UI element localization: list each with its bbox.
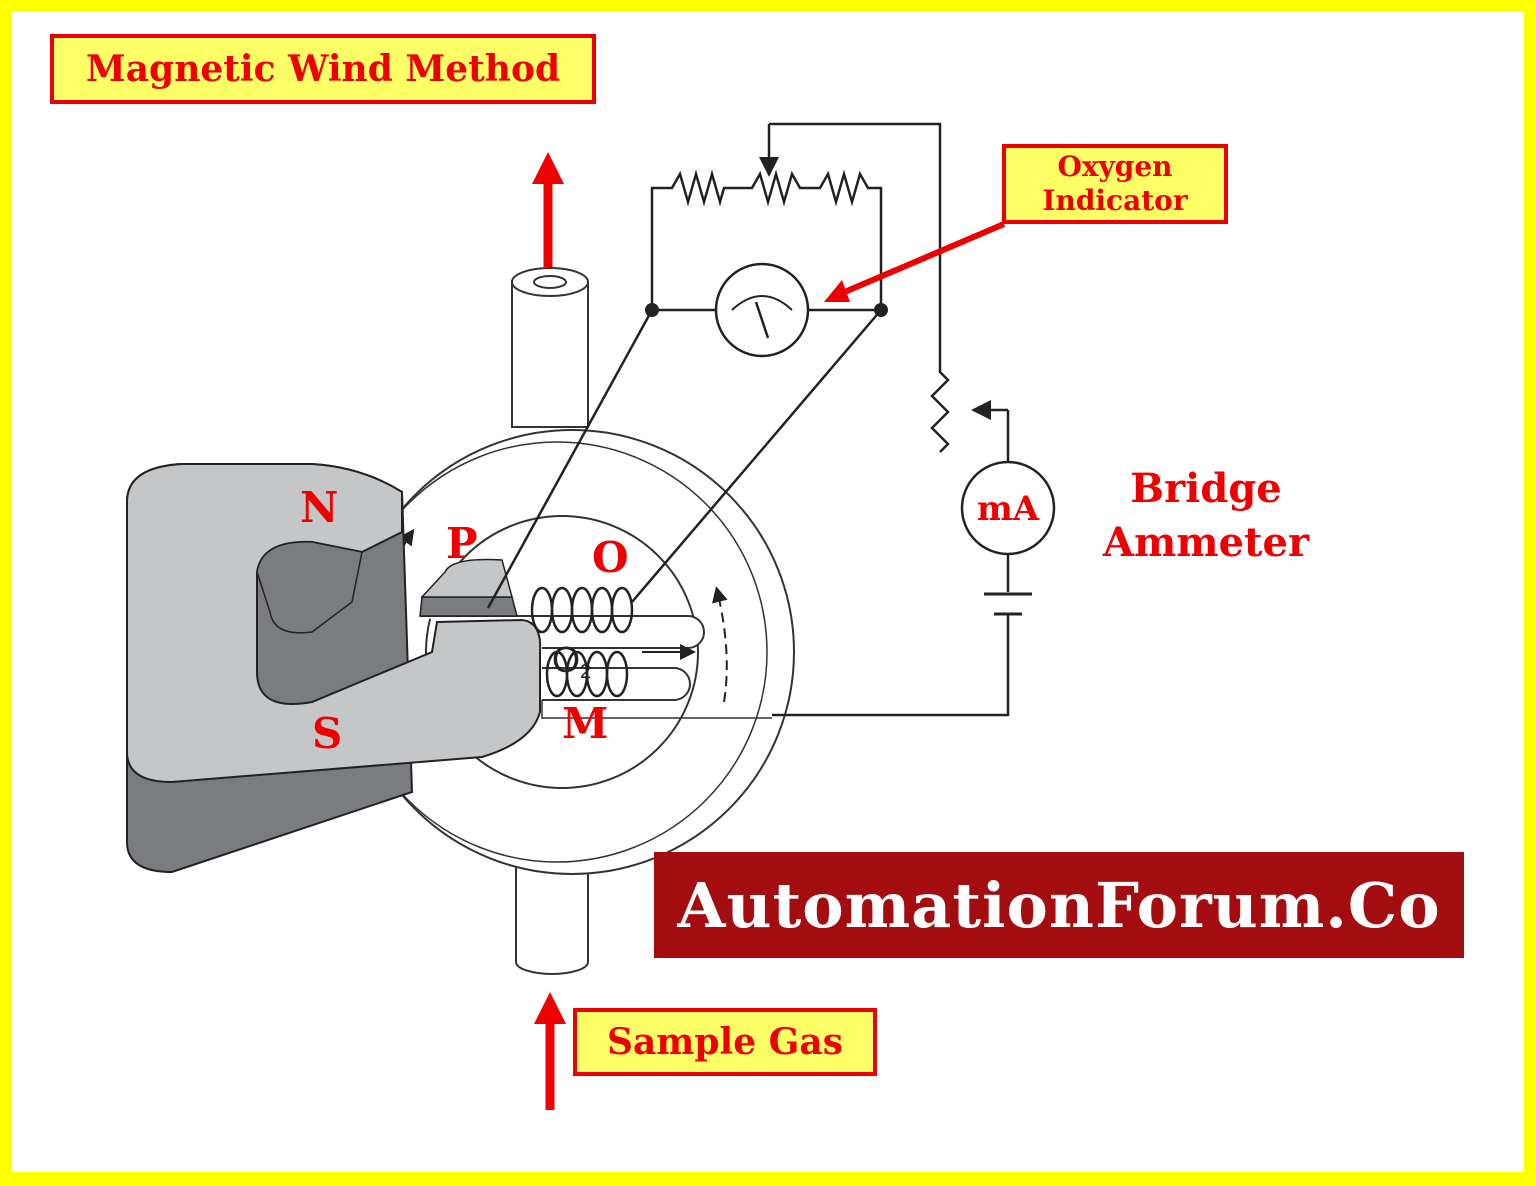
point-o-label: O xyxy=(592,533,629,582)
brand-watermark: AutomationForum.Co xyxy=(654,852,1464,958)
oxygen-indicator-line2: Indicator xyxy=(1042,184,1188,217)
oxygen-gas-label: O2 xyxy=(552,639,591,683)
indicator-pointer-icon xyxy=(838,221,1006,297)
junction-dots xyxy=(645,303,888,317)
pole-north-label: N xyxy=(300,483,338,532)
sample-gas-label-box: Sample Gas xyxy=(573,1008,877,1076)
bridge-ammeter-label-line2: Ammeter xyxy=(1102,519,1310,566)
oxygen-indicator-label-box: Oxygen Indicator xyxy=(1002,144,1228,224)
horseshoe-magnet xyxy=(126,463,542,874)
magnetic-wind-diagram: N S P O M O2 mA Bridge Ammeter xyxy=(126,122,1310,1110)
pole-south-label: S xyxy=(312,709,342,758)
milliammeter-label: mA xyxy=(977,489,1040,529)
brand-text: AutomationForum.Co xyxy=(677,868,1441,942)
sample-gas-label: Sample Gas xyxy=(606,1021,844,1063)
flow-arrows xyxy=(379,528,728,703)
bottom-tube xyxy=(515,857,589,975)
diagram-canvas: N S P O M O2 mA Bridge Ammeter Magnetic … xyxy=(12,12,1524,1172)
page-title: Magnetic Wind Method xyxy=(85,48,561,90)
bridge-circuit xyxy=(486,122,1032,717)
milliammeter-icon xyxy=(960,460,1056,556)
bridge-ammeter-label-line1: Bridge xyxy=(1130,465,1281,512)
heating-coils xyxy=(530,586,634,698)
top-tube xyxy=(511,267,589,428)
title-label-box: Magnetic Wind Method xyxy=(50,34,596,104)
red-arrows xyxy=(532,152,1006,1110)
galvanometer-icon xyxy=(714,262,810,358)
point-p-label: P xyxy=(446,519,478,568)
oxygen-indicator-line1: Oxygen xyxy=(1057,150,1173,183)
point-m-label: M xyxy=(562,699,609,748)
